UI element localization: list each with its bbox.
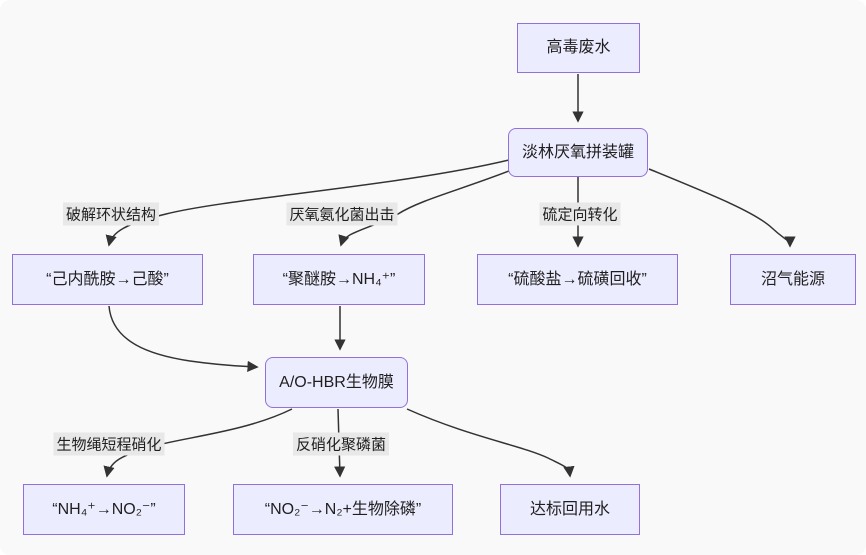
node-nitrite: “NH₄⁺→NO₂⁻”	[23, 484, 185, 535]
edge-label-sulfur-conversion: 硫定向转化	[539, 202, 621, 226]
node-caprolactam: “己内酰胺→己酸”	[12, 254, 203, 305]
node-tank: 淡林厌氧拼装罐	[508, 128, 648, 177]
node-reuse: 达标回用水	[500, 484, 640, 535]
edge-caprolactam-to-aohbr	[108, 305, 259, 373]
node-sulfate: “硫酸盐→硫磺回收”	[477, 254, 678, 305]
edge-tank-to-polyetheramine	[338, 170, 510, 247]
node-source: 高毒废水	[517, 23, 640, 73]
node-biogas: 沼气能源	[730, 254, 856, 305]
edge-tank-to-biogas	[648, 168, 796, 248]
edge-label-ring-break: 破解环状结构	[62, 202, 160, 226]
edge-tank-to-caprolactam	[105, 159, 510, 247]
node-denitrify: “NO₂⁻→N₂+生物除磷”	[233, 484, 453, 535]
node-aohbr: A/O-HBR生物膜	[265, 357, 408, 408]
edge-label-denitrification: 反硝化聚磷菌	[292, 432, 390, 456]
edge-aohbr-to-reuse	[406, 408, 575, 478]
edge-label-ammonifier: 厌氧氨化菌出击	[286, 202, 398, 226]
edge-label-nitrification: 生物绳短程硝化	[53, 432, 165, 456]
node-polyetheramine: “聚醚胺→NH₄⁺”	[253, 254, 425, 305]
